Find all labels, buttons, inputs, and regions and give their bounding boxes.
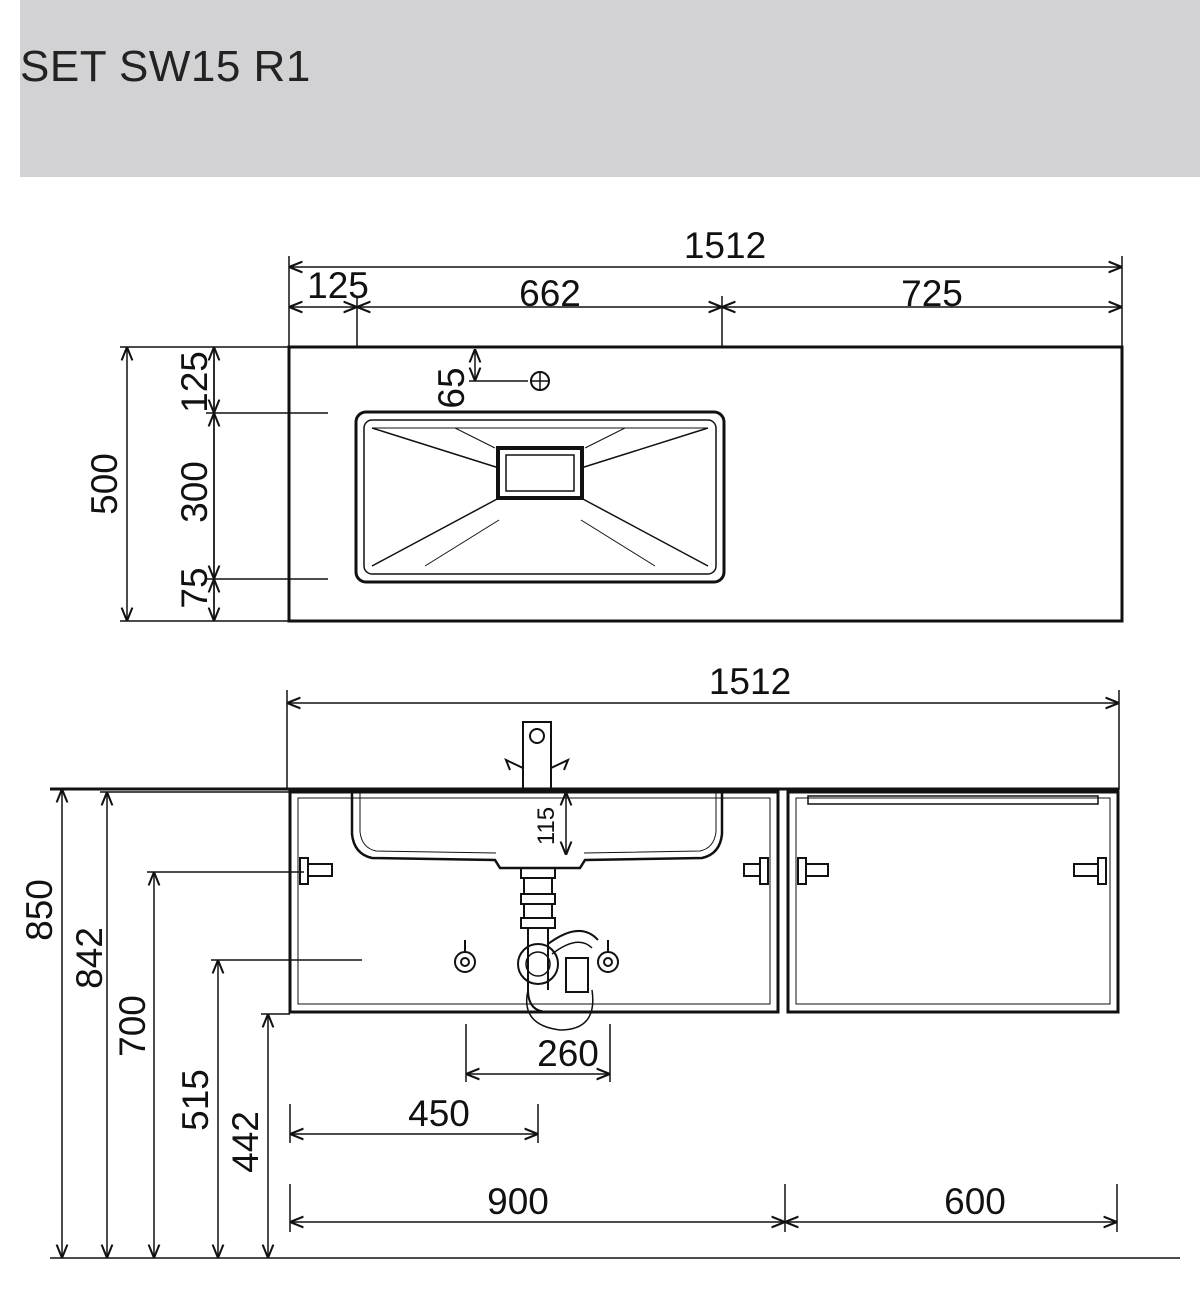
depth-front-label: 75	[174, 567, 215, 608]
drain-grate-icon	[496, 446, 584, 500]
trap-width-label: 260	[537, 1033, 599, 1074]
depth-total-label: 500	[84, 453, 125, 515]
height-hanger-label: 700	[112, 995, 153, 1057]
drawing-title: SET SW15 R1	[20, 42, 311, 91]
left-cabinet	[288, 790, 780, 1014]
title-bar: SET SW15 R1	[20, 0, 1200, 177]
depth-back-label: 125	[174, 351, 215, 413]
drain-offset-label: 450	[408, 1093, 470, 1134]
front-view	[50, 690, 1180, 1259]
cab-left-width-label: 900	[487, 1181, 549, 1222]
hanger-bracket-icon	[299, 857, 333, 885]
top-seg-mid-label: 662	[519, 273, 581, 314]
height-cabinet-top-label: 842	[69, 927, 110, 989]
wall-fixing-icon	[454, 940, 619, 973]
top-seg-right-label: 725	[901, 273, 963, 314]
countertop-outline	[287, 345, 1124, 623]
front-overall-width-label: 1512	[709, 661, 791, 702]
top-view	[120, 256, 1124, 623]
top-seg-left-label: 125	[307, 265, 369, 306]
cab-right-width-label: 600	[944, 1181, 1006, 1222]
tap-offset-label: 65	[431, 367, 472, 408]
depth-basin-label: 300	[174, 461, 215, 523]
height-hanger-low-label: 515	[175, 1069, 216, 1131]
basin-depth-label: 115	[533, 807, 560, 845]
height-cabinet-bottom-label: 442	[225, 1111, 266, 1173]
basin-outline	[354, 410, 726, 584]
right-cabinet	[786, 790, 1120, 1014]
height-total-label: 850	[19, 879, 60, 941]
tap-icon	[522, 721, 552, 791]
top-overall-width-label: 1512	[684, 225, 766, 266]
